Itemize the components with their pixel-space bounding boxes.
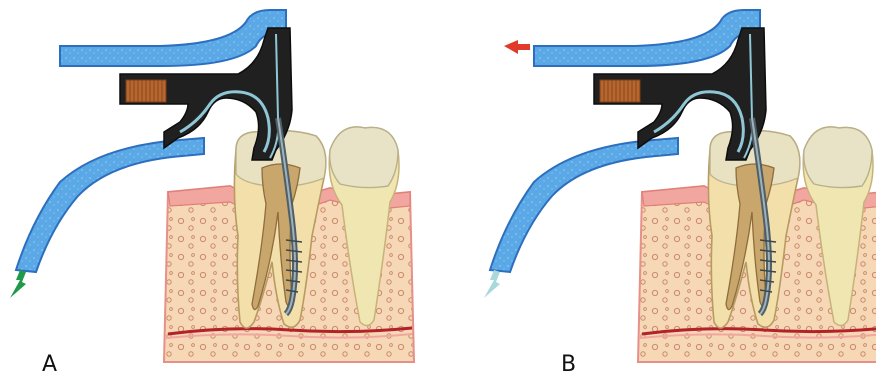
outflow-arrow-icon — [504, 40, 530, 54]
panel-label-b: B — [561, 354, 576, 376]
panel-label-a: A — [42, 354, 57, 376]
inflow-arrow-icon — [10, 270, 26, 298]
panel-b — [484, 10, 876, 362]
panel-a — [10, 10, 414, 362]
inflow-arrow-icon — [484, 270, 500, 298]
